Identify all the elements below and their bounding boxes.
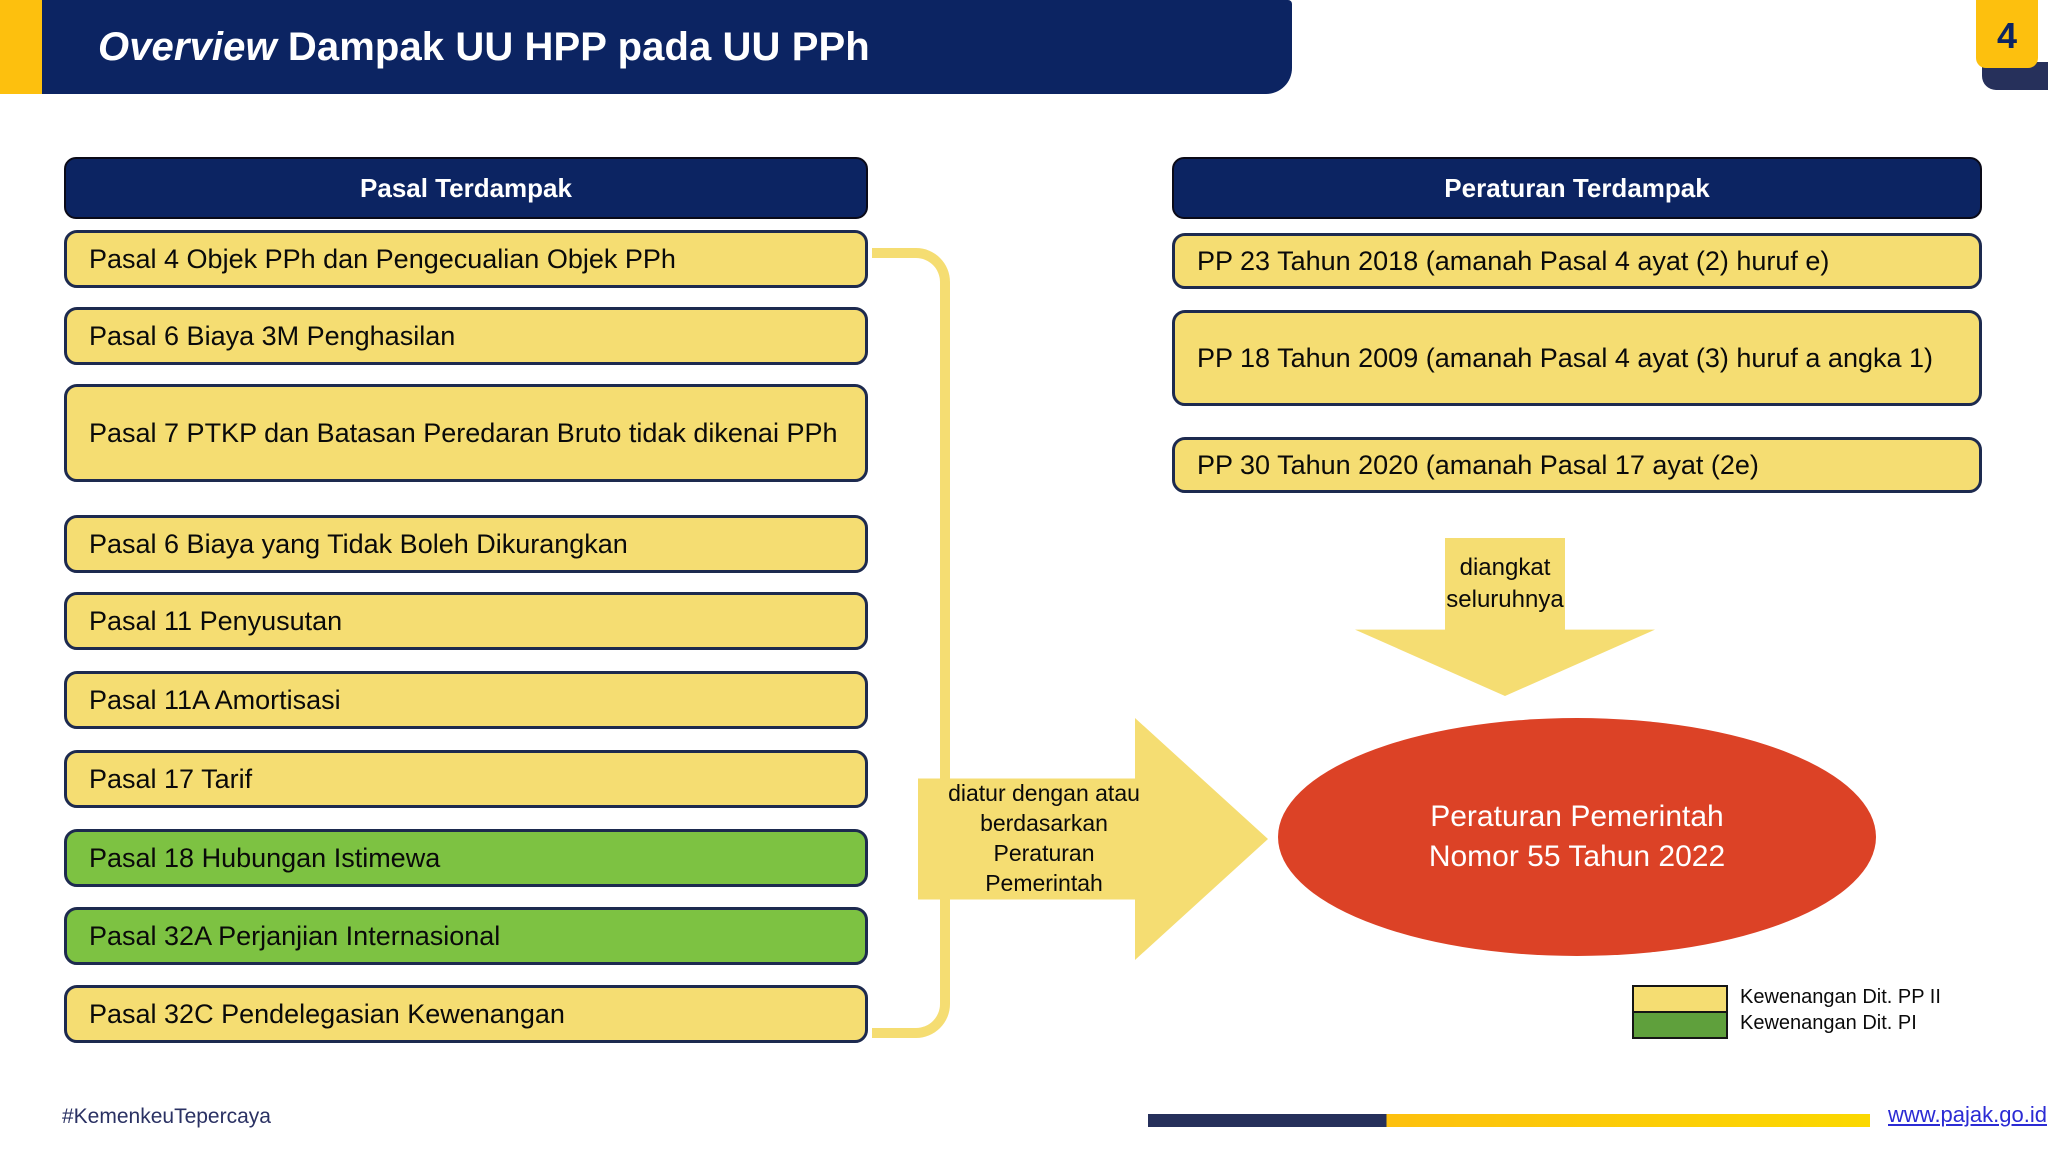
- right-arrow: diatur dengan atau berdasarkan Peraturan…: [918, 718, 1268, 960]
- pasal-item-6[interactable]: Pasal 17 Tarif: [64, 750, 868, 808]
- pasal-item-7[interactable]: Pasal 18 Hubungan Istimewa: [64, 829, 868, 887]
- result-line-1: Peraturan Pemerintah: [1430, 799, 1724, 833]
- pasal-item-2[interactable]: Pasal 7 PTKP dan Batasan Peredaran Bruto…: [64, 384, 868, 482]
- pasal-item-5-label: Pasal 11A Amortisasi: [89, 684, 341, 715]
- pasal-item-8-label: Pasal 32A Perjanjian Internasional: [89, 920, 501, 951]
- left-column-header: Pasal Terdampak: [64, 157, 868, 219]
- down-arrow-text: diangkat seluruhnya: [1355, 552, 1655, 617]
- down-arrow-line-1: diangkat: [1459, 554, 1551, 581]
- peraturan-item-0[interactable]: PP 23 Tahun 2018 (amanah Pasal 4 ayat (2…: [1172, 233, 1982, 289]
- legend-labels: Kewenangan Dit. PP II Kewenangan Dit. PI: [1740, 985, 1941, 1036]
- peraturan-item-1[interactable]: PP 18 Tahun 2009 (amanah Pasal 4 ayat (3…: [1172, 310, 1982, 406]
- pasal-item-4-label: Pasal 11 Penyusutan: [89, 605, 343, 636]
- right-column-header: Peraturan Terdampak: [1172, 157, 1982, 219]
- footer-hashtag: #KemenkeuTepercaya: [62, 1105, 271, 1128]
- peraturan-item-2[interactable]: PP 30 Tahun 2020 (amanah Pasal 17 ayat (…: [1172, 437, 1982, 493]
- page-title-italic: Overview: [98, 24, 277, 69]
- slide-title-bar: Overview Dampak UU HPP pada UU PPh: [42, 0, 1292, 94]
- footer-gradient-bar: [1148, 1114, 1870, 1127]
- legend-swatch-green: [1634, 1013, 1726, 1037]
- legend-label-1: Kewenangan Dit. PI: [1740, 1011, 1917, 1034]
- down-arrow-line-2: seluruhnya: [1446, 586, 1564, 614]
- page-title-rest: Dampak UU HPP pada UU PPh: [276, 24, 870, 69]
- legend-swatch-yellow: [1634, 987, 1726, 1013]
- pasal-item-6-label: Pasal 17 Tarif: [89, 763, 253, 794]
- bracket-connector: [872, 248, 950, 1038]
- pasal-item-1-label: Pasal 6 Biaya 3M Penghasilan: [89, 320, 456, 351]
- right-arrow-text: diatur dengan atau berdasarkan Peraturan…: [948, 780, 1140, 896]
- pasal-item-0-label: Pasal 4 Objek PPh dan Pengecualian Objek…: [89, 243, 676, 274]
- left-column-header-label: Pasal Terdampak: [360, 172, 572, 203]
- page-number-label: 4: [1996, 15, 2018, 56]
- pasal-item-9-label: Pasal 32C Pendelegasian Kewenangan: [89, 998, 565, 1029]
- title-accent-strip: [0, 0, 42, 94]
- result-line-2: Nomor 55 Tahun 2022: [1428, 840, 1726, 873]
- peraturan-item-0-label: PP 23 Tahun 2018 (amanah Pasal 4 ayat (2…: [1197, 245, 1830, 276]
- pasal-item-5[interactable]: Pasal 11A Amortisasi: [64, 671, 868, 729]
- pasal-item-8[interactable]: Pasal 32A Perjanjian Internasional: [64, 907, 868, 965]
- pasal-item-9[interactable]: Pasal 32C Pendelegasian Kewenangan: [64, 985, 868, 1043]
- pasal-item-7-label: Pasal 18 Hubungan Istimewa: [89, 842, 441, 873]
- right-column-header-label: Peraturan Terdampak: [1444, 172, 1710, 203]
- footer-url-link[interactable]: www.pajak.go.id: [1888, 1102, 2047, 1127]
- page-number-badge: 4: [1976, 0, 2038, 68]
- peraturan-item-1-label: PP 18 Tahun 2009 (amanah Pasal 4 ayat (3…: [1197, 342, 1934, 373]
- down-arrow: diangkat seluruhnya: [1355, 538, 1655, 696]
- pasal-item-0[interactable]: Pasal 4 Objek PPh dan Pengecualian Objek…: [64, 230, 868, 288]
- page-title: Overview Dampak UU HPP pada UU PPh: [42, 25, 870, 70]
- legend-swatches: [1632, 985, 1728, 1039]
- legend: Kewenangan Dit. PP II Kewenangan Dit. PI: [1632, 985, 1941, 1039]
- pasal-item-2-label: Pasal 7 PTKP dan Batasan Peredaran Bruto…: [89, 417, 838, 448]
- pasal-item-3[interactable]: Pasal 6 Biaya yang Tidak Boleh Dikurangk…: [64, 515, 868, 573]
- result-ellipse[interactable]: Peraturan Pemerintah Nomor 55 Tahun 2022: [1278, 718, 1876, 956]
- peraturan-item-2-label: PP 30 Tahun 2020 (amanah Pasal 17 ayat (…: [1197, 449, 1759, 480]
- pasal-item-1[interactable]: Pasal 6 Biaya 3M Penghasilan: [64, 307, 868, 365]
- pasal-item-3-label: Pasal 6 Biaya yang Tidak Boleh Dikurangk…: [89, 528, 628, 559]
- legend-label-0: Kewenangan Dit. PP II: [1740, 986, 1941, 1008]
- result-ellipse-text: Peraturan Pemerintah Nomor 55 Tahun 2022: [1429, 797, 1725, 878]
- pasal-item-4[interactable]: Pasal 11 Penyusutan: [64, 592, 868, 650]
